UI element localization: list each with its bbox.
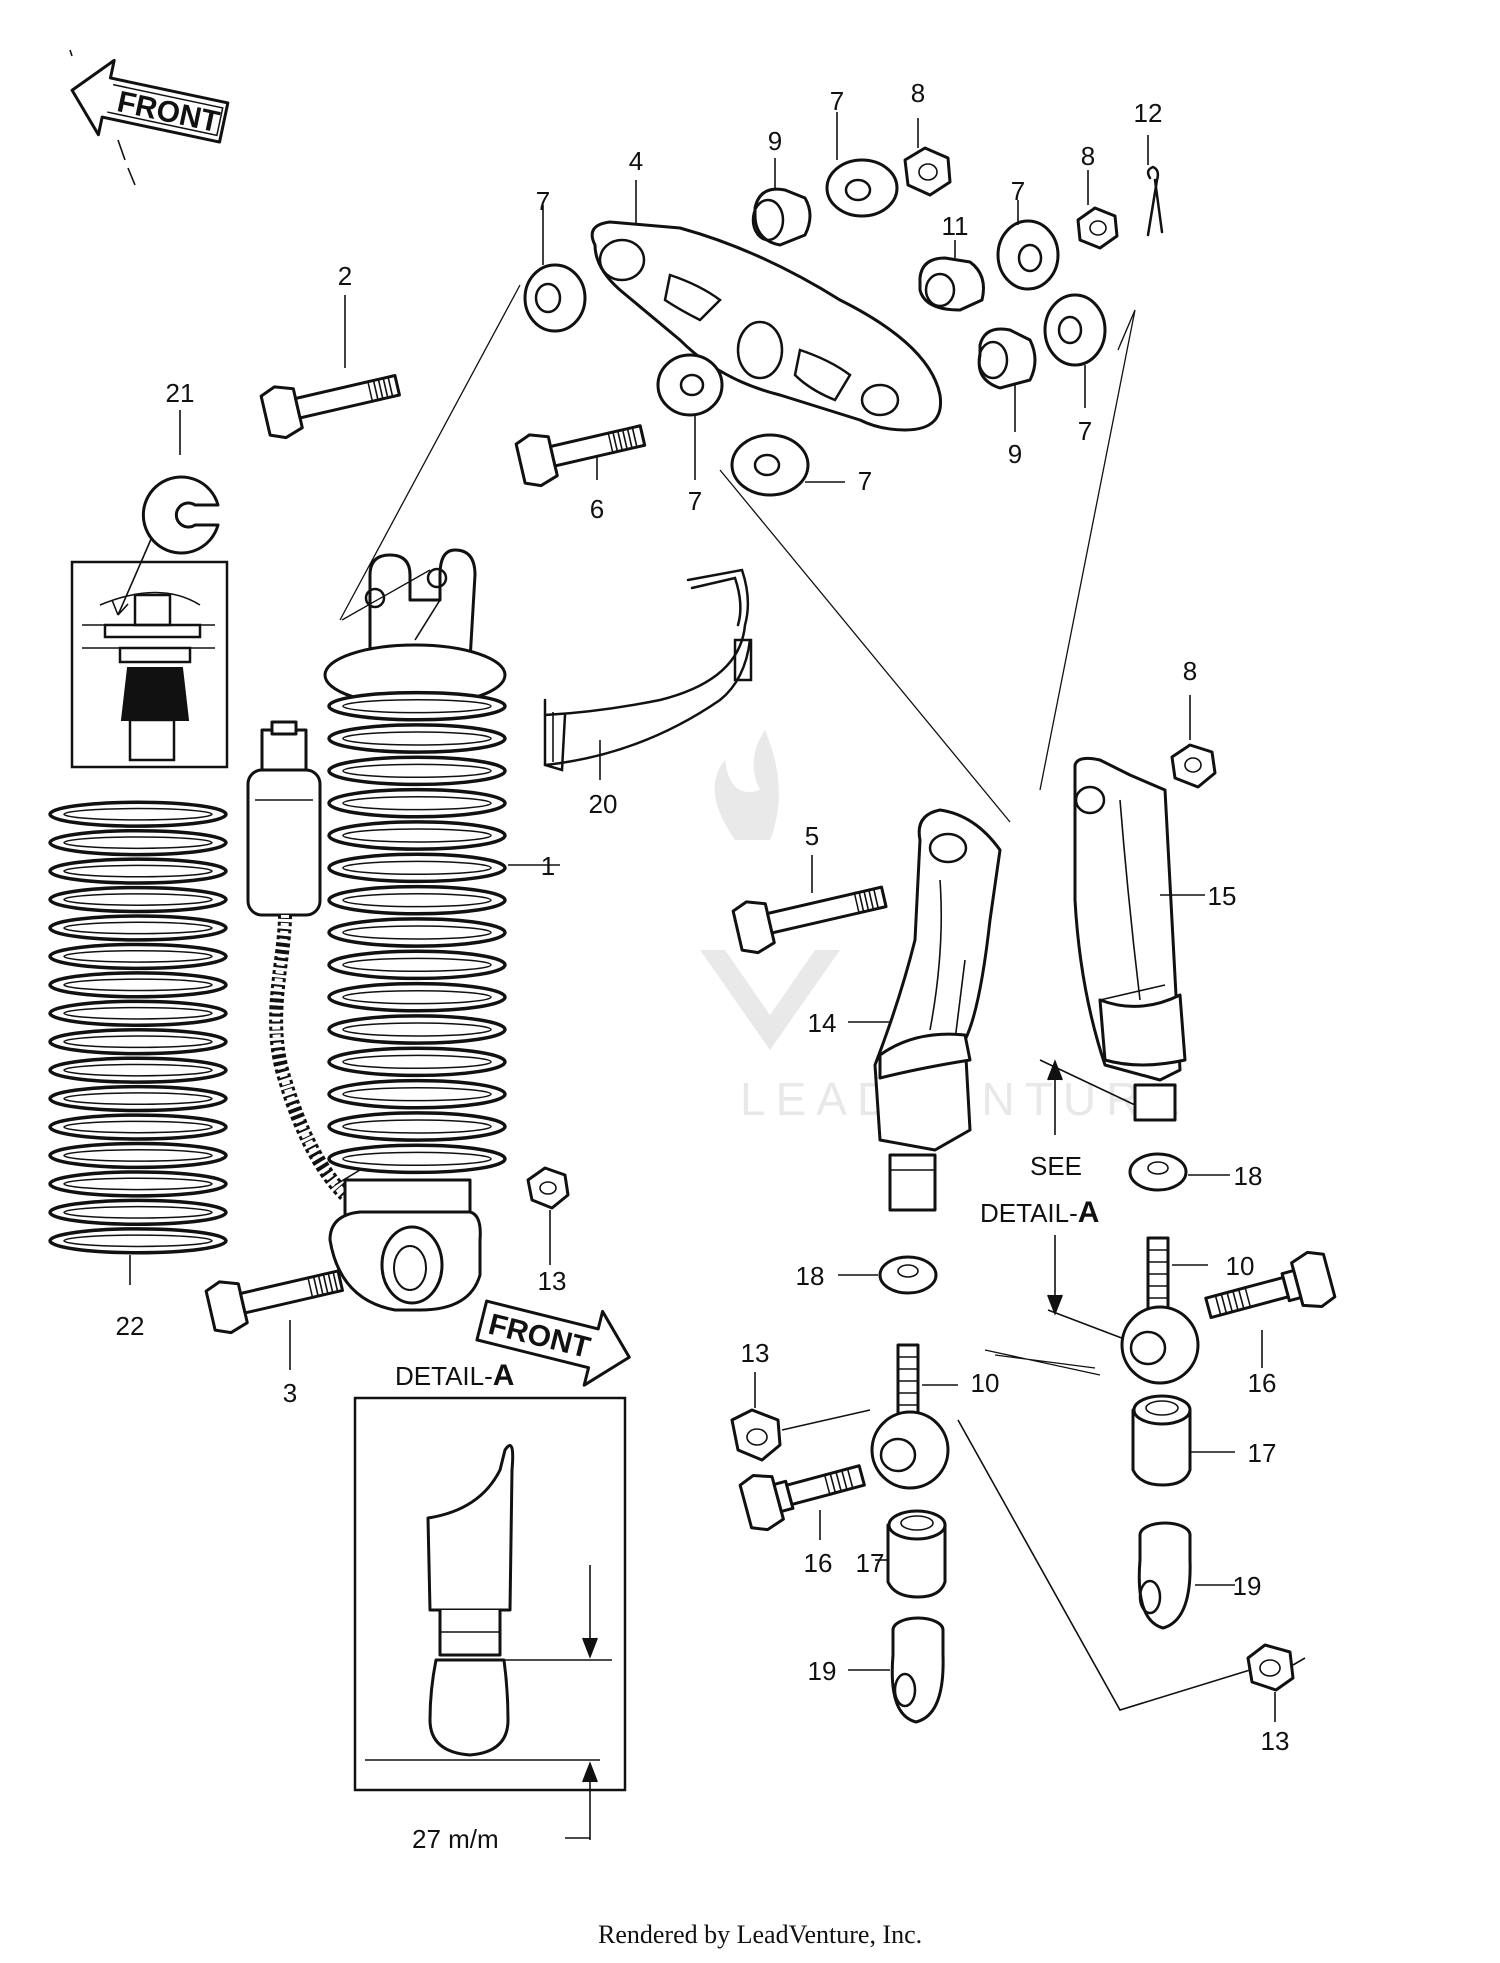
footer-credit: Rendered by LeadVenture, Inc. (598, 1920, 922, 1949)
callout-c21: 21 (166, 378, 195, 408)
collar-7-e (656, 353, 724, 480)
callout-c22: 22 (116, 1311, 145, 1341)
callout-c13b: 13 (741, 1338, 770, 1368)
loose-spring (48, 800, 228, 1285)
rod-end-19-right (1137, 1521, 1235, 1630)
callout-c5: 5 (805, 821, 819, 851)
shock-absorber (323, 548, 560, 1312)
spring-seat-inset (70, 529, 229, 769)
callout-c8c: 8 (1183, 656, 1197, 686)
callout-c11: 11 (942, 211, 969, 241)
callout-c7f: 7 (858, 466, 872, 496)
collar-17-left (875, 1509, 947, 1599)
callout-c15: 15 (1208, 881, 1237, 911)
rod-end-19-left (848, 1616, 945, 1724)
rod-end-10-right (1120, 1236, 1208, 1385)
callout-c7b: 7 (830, 86, 844, 116)
rod-end-10-left (870, 1343, 958, 1490)
detail-ref-letter: A (1078, 1196, 1100, 1229)
detail-ref-text: DETAIL-A (980, 1196, 1099, 1229)
bushing-9-a (751, 158, 812, 247)
callout-c13a: 13 (538, 1266, 567, 1296)
bolt-6 (514, 424, 647, 488)
callout-c17a: 17 (856, 1548, 885, 1578)
front-arrow-top: FRONT (70, 58, 230, 144)
callout-c7e: 7 (688, 486, 702, 516)
nut-13-b (730, 1372, 871, 1462)
bushing-9-b (977, 327, 1037, 432)
nut-8-c (1170, 695, 1217, 789)
strap (543, 568, 753, 780)
callout-c16b: 16 (804, 1548, 833, 1578)
callout-c13c: 13 (1261, 1726, 1290, 1756)
nut-8-b (1076, 170, 1119, 250)
circlip (141, 475, 220, 555)
collar-7-f (730, 433, 845, 497)
bolt-16-right (1204, 1250, 1337, 1320)
collar-17-right (1131, 1394, 1235, 1487)
callout-c8b: 8 (1081, 141, 1095, 171)
callout-c7c: 7 (1011, 176, 1025, 206)
tie-rod-14 (848, 808, 1002, 1212)
callout-c9b: 9 (1008, 439, 1022, 469)
reference-lines (339, 284, 1136, 1376)
callout-c18a: 18 (1234, 1161, 1263, 1191)
detail-box-prefix: DETAIL- (395, 1361, 493, 1391)
callout-c20: 20 (589, 789, 618, 819)
collar-7-a (523, 205, 587, 333)
collar-7-d (1043, 293, 1107, 408)
rocker-arm (590, 180, 943, 432)
bushing-11 (918, 240, 985, 312)
callout-c10b: 10 (971, 1368, 1000, 1398)
callout-c12: 12 (1134, 98, 1163, 128)
callout-c17b: 17 (1248, 1438, 1277, 1468)
tie-rod-15 (1073, 756, 1205, 1122)
see-text: SEE (1030, 1151, 1082, 1181)
reservoir (246, 720, 351, 1200)
bolt-2 (259, 374, 401, 440)
callout-c19a: 19 (1233, 1571, 1262, 1601)
detail-dimension: 27 m/m (412, 1824, 499, 1854)
callout-c8a: 8 (911, 78, 925, 108)
callout-c6: 6 (590, 494, 604, 524)
callout-c9a: 9 (768, 126, 782, 156)
cotter-pin (1146, 135, 1164, 237)
detail-box-title: DETAIL-A (395, 1359, 514, 1392)
scribble (69, 49, 136, 186)
callout-c14: 14 (808, 1008, 837, 1038)
bolt-5 (731, 885, 888, 955)
nut-13-a (526, 1166, 570, 1265)
detail-ref-prefix: DETAIL- (980, 1198, 1078, 1228)
callout-c18b: 18 (796, 1261, 825, 1291)
nut-18-b (838, 1255, 938, 1295)
nut-13-c (957, 1419, 1306, 1722)
nut-8-a (903, 118, 952, 197)
callout-c19b: 19 (808, 1656, 837, 1686)
callout-c2: 2 (338, 261, 352, 291)
bolt-16-left (738, 1464, 866, 1532)
callout-c7d: 7 (1078, 416, 1092, 446)
bolt-3 (204, 1269, 344, 1335)
callout-c7a: 7 (536, 186, 550, 216)
collar-7-b (825, 112, 899, 218)
callout-c10a: 10 (1226, 1251, 1255, 1281)
callout-c3: 3 (283, 1378, 297, 1408)
nut-18-a (1128, 1152, 1230, 1192)
detail-box-letter: A (493, 1359, 515, 1392)
callout-c4: 4 (629, 146, 643, 176)
detail-a-box (353, 1396, 627, 1840)
callout-c1: 1 (541, 851, 555, 881)
collar-7-c (996, 200, 1060, 291)
callout-c16a: 16 (1248, 1368, 1277, 1398)
